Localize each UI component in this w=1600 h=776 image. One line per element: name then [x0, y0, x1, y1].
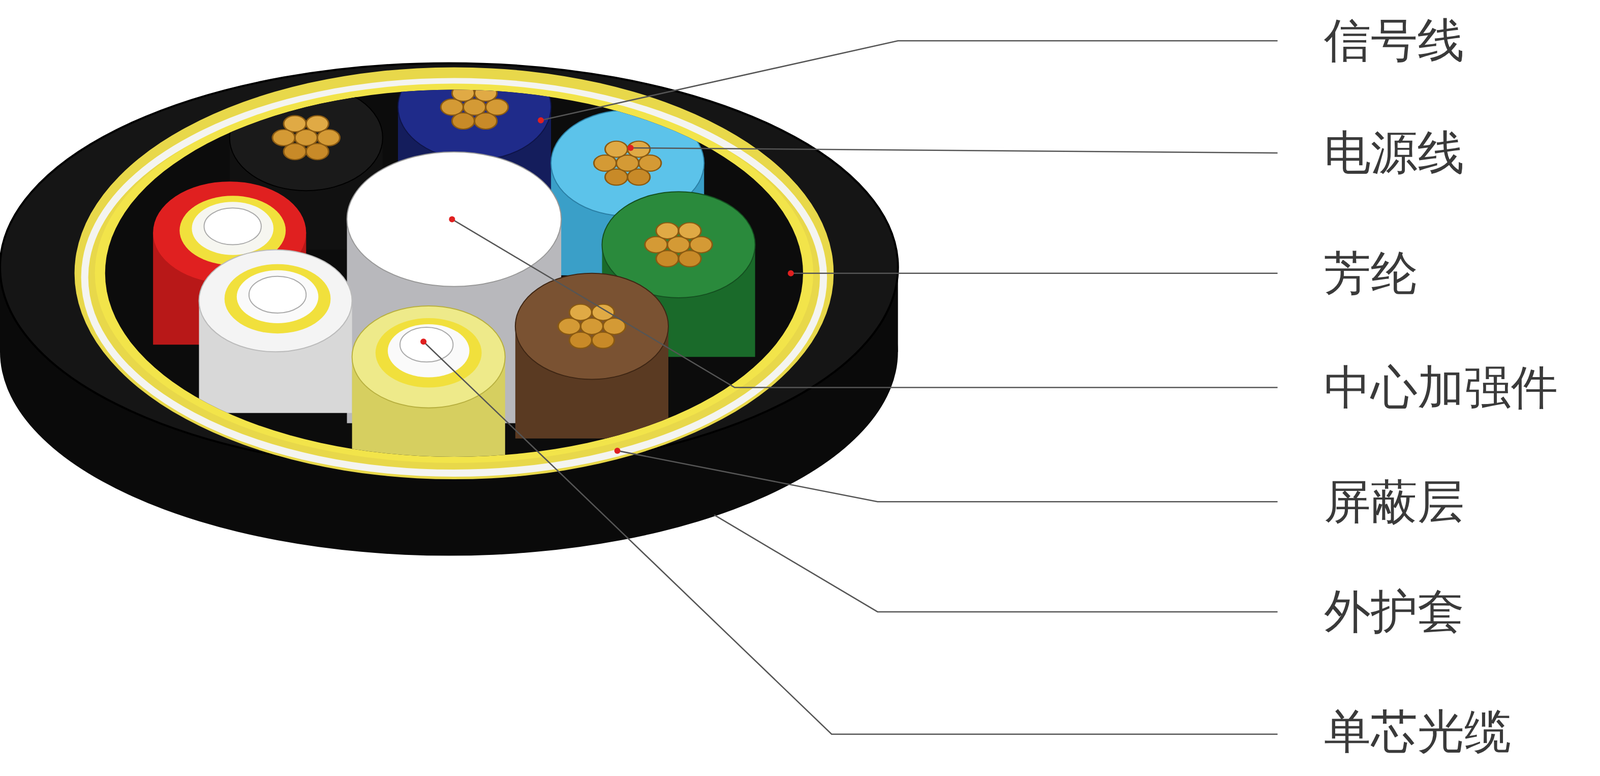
part-label: 电源线 — [1324, 126, 1465, 180]
part-label: 屏蔽层 — [1324, 475, 1465, 530]
leader-dots — [420, 117, 794, 454]
part-label: 单芯光缆 — [1324, 704, 1512, 759]
part-label: 芳纶 — [1324, 246, 1418, 301]
part-label: 外护套 — [1324, 585, 1465, 639]
inner-cables — [152, 53, 756, 470]
part-label: 信号线 — [1324, 13, 1465, 68]
leader-lines — [423, 40, 1278, 734]
part-label: 中心加强件 — [1324, 360, 1558, 415]
